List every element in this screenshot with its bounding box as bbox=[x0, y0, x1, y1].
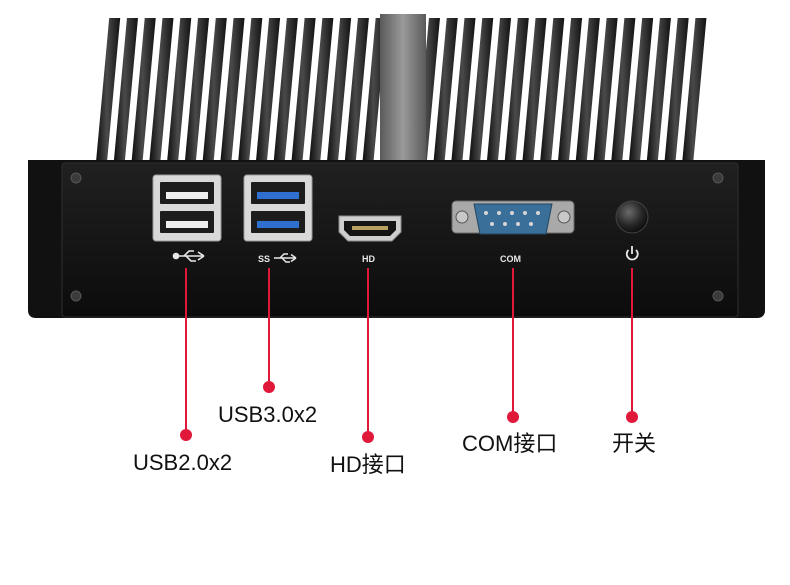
screw bbox=[70, 172, 82, 184]
heatsink-fin bbox=[220, 18, 245, 162]
heatsink-center-ridge bbox=[380, 14, 426, 162]
heatsink-fins bbox=[96, 14, 707, 162]
heatsink-fin bbox=[664, 18, 689, 162]
com-port bbox=[451, 200, 575, 235]
usb2-port-stack bbox=[152, 174, 222, 242]
heatsink-fin bbox=[433, 18, 458, 162]
heatsink-fin bbox=[575, 18, 600, 162]
usb-icon bbox=[172, 250, 205, 262]
heatsink-fin bbox=[486, 18, 512, 162]
callout-usb3: USB3.0x2 bbox=[218, 402, 318, 427]
heatsink-fin bbox=[646, 18, 671, 162]
heatsink-fin bbox=[540, 18, 565, 162]
heatsink-fin bbox=[611, 18, 636, 162]
heatsink-fin bbox=[557, 18, 583, 162]
callout-dot bbox=[362, 431, 374, 443]
callout-usb2: USB2.0x2 bbox=[133, 450, 233, 475]
heatsink-fin bbox=[628, 18, 654, 162]
usb3-port-stack bbox=[243, 174, 313, 242]
heatsink-fin bbox=[96, 18, 121, 162]
callout-hd: HD接口 bbox=[330, 452, 406, 477]
panel-screws bbox=[70, 172, 724, 302]
heatsink-fin bbox=[202, 18, 227, 162]
heatsink-fin bbox=[309, 18, 334, 162]
heatsink-fin bbox=[238, 18, 263, 162]
power-icon bbox=[625, 246, 639, 261]
heatsink-fin bbox=[326, 18, 352, 162]
com-panel-label: COM bbox=[500, 254, 521, 264]
callout-com: COM接口 bbox=[462, 431, 558, 456]
screw bbox=[712, 290, 724, 302]
heatsink-fin bbox=[451, 18, 476, 162]
usb-ss-icon bbox=[274, 253, 297, 263]
heatsink-fin bbox=[184, 18, 210, 162]
heatsink-fin bbox=[522, 18, 547, 162]
callout-dot bbox=[180, 429, 192, 441]
callout-lines bbox=[185, 268, 633, 436]
heatsink-fin bbox=[504, 18, 529, 162]
heatsink-fin bbox=[255, 18, 281, 162]
heatsink-fin bbox=[344, 18, 369, 162]
heatsink-fin bbox=[469, 18, 494, 162]
screw bbox=[70, 290, 82, 302]
callout-dot bbox=[263, 381, 275, 393]
callout-dots bbox=[180, 381, 638, 443]
heatsink-fin bbox=[131, 18, 156, 162]
com-pins bbox=[484, 211, 540, 226]
callout-dot bbox=[626, 411, 638, 423]
heatsink-fin bbox=[273, 18, 298, 162]
heatsink-fin bbox=[593, 18, 618, 162]
hd-panel-label: HD bbox=[362, 254, 375, 264]
heatsink-fin bbox=[149, 18, 174, 162]
hd-port bbox=[338, 215, 402, 242]
screw bbox=[712, 172, 724, 184]
usb3-ss-label: SS bbox=[258, 254, 270, 264]
power-button bbox=[615, 200, 649, 234]
heatsink-fin bbox=[291, 18, 316, 162]
heatsink-fin bbox=[682, 18, 707, 162]
heatsink-fin bbox=[113, 18, 138, 162]
callout-power: 开关 bbox=[612, 431, 657, 456]
heatsink-fin bbox=[167, 18, 192, 162]
callout-dot bbox=[507, 411, 519, 423]
